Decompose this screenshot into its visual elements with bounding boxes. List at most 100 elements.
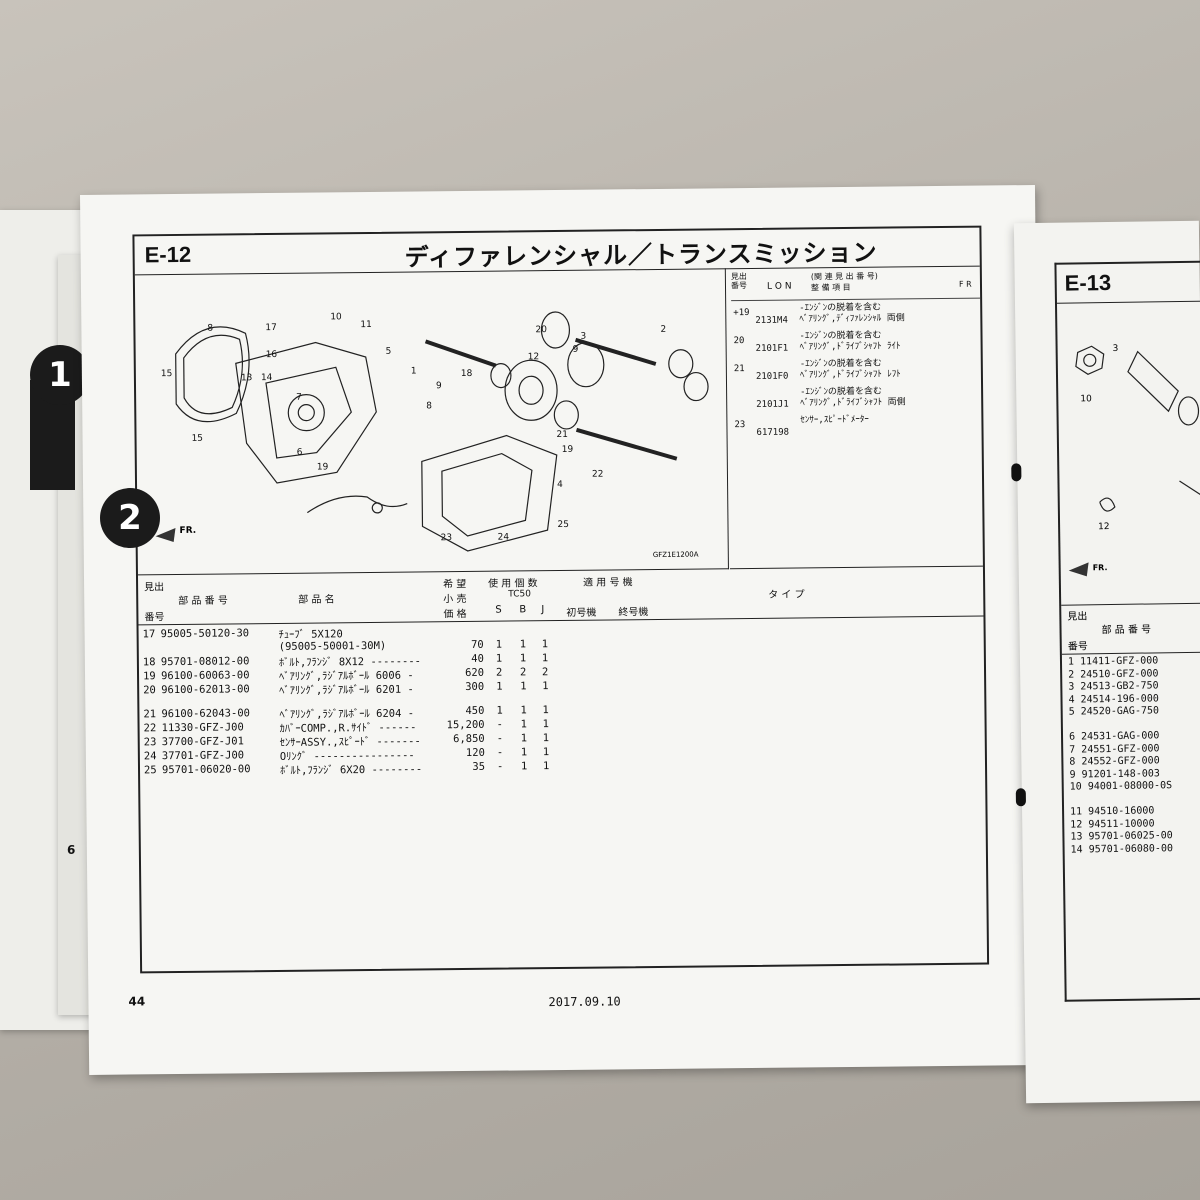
notes-header: 見出 番号 L O N (関 連 見 出 番 号) 整 備 項 目 F R xyxy=(730,269,981,302)
row-number: 19 xyxy=(142,670,156,683)
diagram-callout: 5 xyxy=(385,346,392,357)
qty-s: 1 xyxy=(495,652,503,665)
diagram-callout: 21 xyxy=(556,429,569,441)
qty-s: 1 xyxy=(495,638,503,651)
arm-shape xyxy=(1127,350,1179,413)
binding-hole xyxy=(1015,788,1027,807)
diagram-callout: 14 xyxy=(260,372,273,384)
diagram-callout: 13 xyxy=(240,373,253,384)
diagram-callout: 9 xyxy=(572,344,579,355)
right-table-row: 14 95701-06080-00 xyxy=(1070,842,1174,856)
th-col-j: J xyxy=(541,604,545,616)
part-name: ﾎﾞﾙﾄ,ﾌﾗﾝｼﾞ 6X20 -------- xyxy=(279,763,423,777)
part-price: 450 xyxy=(465,704,485,717)
th-part-number: 部 品 番 号 xyxy=(178,595,228,607)
qty-s: - xyxy=(496,746,504,759)
right-table-row: 11 94510-16000 xyxy=(1070,805,1155,818)
th-midashi: 見出 xyxy=(144,582,165,594)
qty-b: 1 xyxy=(520,680,527,693)
diagram-callout: 8 xyxy=(426,401,433,412)
th-usage: 使 用 個 数 xyxy=(488,578,538,590)
qty-s: - xyxy=(496,718,503,731)
diagram-callout: 17 xyxy=(265,322,277,334)
right-table-row: 1 11411-GFZ-000 xyxy=(1067,655,1159,668)
qty-j: 1 xyxy=(542,746,550,759)
qty-j: 1 xyxy=(541,652,549,665)
diagram-callout: 12 xyxy=(527,352,540,363)
note-ref: 20 xyxy=(733,336,745,347)
qty-s: 2 xyxy=(495,666,503,679)
notes-header-fr: F R xyxy=(958,279,972,289)
notes-header-item: (関 連 見 出 番 号) 整 備 項 目 xyxy=(810,271,878,293)
sensor-wire xyxy=(307,495,408,514)
diagram-callout: 7 xyxy=(296,392,302,403)
right-th-midashi: 見出 xyxy=(1067,611,1088,623)
diagram-callout: 10 xyxy=(330,312,342,323)
th-col-b: B xyxy=(519,604,527,616)
right-table-row: 5 24520-GAG-750 xyxy=(1068,705,1160,718)
note-text: -ｴﾝｼﾞﾝの脱着を含む ﾍﾞｱﾘﾝｸﾞ,ﾃﾞｨﾌｧﾚﾝｼｬﾙ 両側 xyxy=(799,302,905,325)
table-header: 見出 番号 部 品 番 号 部 品 名 希 望 小 売 価 格 使 用 個 数 … xyxy=(137,567,984,626)
row-number: 20 xyxy=(143,684,156,697)
note-lon: 2101F0 xyxy=(755,371,789,382)
back-page-number: 6 xyxy=(67,843,76,857)
row-number: 25 xyxy=(143,764,157,777)
right-page: E-13 3 10 12 FR. 見出 番号 部 品 番 号 1 11411-G… xyxy=(1011,220,1200,1104)
diagram-callout: 25 xyxy=(557,519,569,531)
diagram-callout: 24 xyxy=(497,532,510,543)
th-part-name: 部 品 名 xyxy=(298,594,335,606)
qty-b: 1 xyxy=(520,732,528,745)
part-price: 15,200 xyxy=(446,718,485,732)
parts-frame: E-12 ディファレンシャル／トランスミッション xyxy=(132,225,990,974)
qty-s: 1 xyxy=(496,680,503,693)
direction-label: FR. xyxy=(179,525,197,536)
qty-j: 2 xyxy=(541,666,549,679)
right-callout-10: 10 xyxy=(1080,394,1092,405)
shaft-4 xyxy=(575,427,678,461)
diagram-callout: 18 xyxy=(460,368,473,380)
diagram-callout: 8 xyxy=(207,323,214,334)
part-name: ﾍﾞｱﾘﾝｸﾞ,ﾗｼﾞｱﾙﾎﾞｰﾙ 6201 - xyxy=(279,683,414,697)
right-parts-frame: E-13 3 10 12 FR. 見出 番号 部 品 番 号 1 11411-G… xyxy=(1054,260,1200,1002)
note-text: -ｴﾝｼﾞﾝの脱着を含む ﾍﾞｱﾘﾝｸﾞ,ﾄﾞﾗｲﾌﾞｼｬﾌﾄ ﾚﾌﾄ xyxy=(799,358,901,381)
note-ref: 21 xyxy=(733,364,745,375)
right-table-row: 7 24551-GFZ-000 xyxy=(1069,742,1160,756)
qty-b: 1 xyxy=(519,638,527,651)
th-bango: 番号 xyxy=(144,612,165,624)
right-th-bango: 番号 xyxy=(1067,641,1088,653)
row-number: 21 xyxy=(143,708,157,721)
th-first: 初号機 xyxy=(566,607,597,619)
gasket-shape xyxy=(175,326,250,423)
binding-hole xyxy=(1011,463,1022,482)
nut-shape xyxy=(1075,345,1105,375)
print-date: 2017.09.10 xyxy=(548,994,621,1010)
row-number: 23 xyxy=(143,736,157,749)
part-price: 620 xyxy=(464,666,485,679)
part-number: 96100-62043-00 xyxy=(161,707,251,721)
right-table-row: 6 24531-GAG-000 xyxy=(1068,730,1160,743)
qty-b: 1 xyxy=(520,760,528,773)
note-ref: +19 xyxy=(733,307,750,319)
row-number: 24 xyxy=(143,750,157,763)
right-cover-shape xyxy=(421,434,558,552)
qty-s: 1 xyxy=(496,704,503,717)
index-tab-2: 2 xyxy=(100,488,160,548)
part-price: 6,850 xyxy=(453,732,485,746)
qty-b: 1 xyxy=(519,652,527,665)
qty-j: 1 xyxy=(542,760,550,773)
qty-j: 1 xyxy=(542,718,549,731)
qty-b: 1 xyxy=(520,746,528,759)
part-number: 96100-62013-00 xyxy=(161,683,250,697)
part-price: 35 xyxy=(472,760,486,773)
qty-b: 1 xyxy=(520,704,527,717)
diagram-callout: 2 xyxy=(660,324,667,335)
diagram-callout: 6 xyxy=(296,447,303,458)
part-name: (95005-50001-30M) xyxy=(278,639,387,653)
right-direction-label: FR. xyxy=(1092,563,1108,573)
right-callout-12: 12 xyxy=(1098,522,1110,533)
th-col-s: S xyxy=(495,604,502,616)
diagram-callout: 23 xyxy=(440,533,453,544)
th-kouri: 小 売 xyxy=(443,593,467,606)
right-diagram xyxy=(1068,345,1200,577)
shaft-2 xyxy=(574,337,657,366)
